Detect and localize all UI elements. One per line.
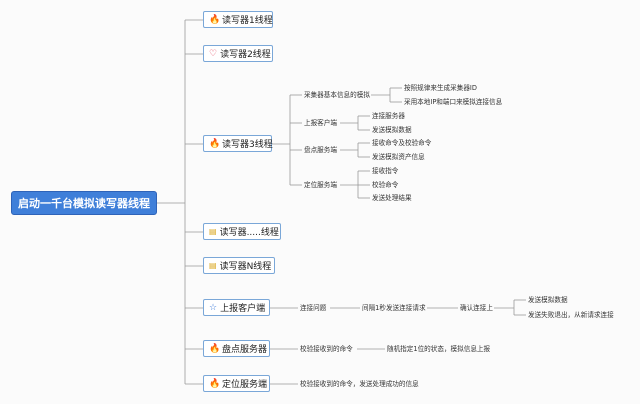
fire-icon: 🔥 <box>209 138 221 149</box>
reader3-group-report-client[interactable]: 上报客户端 <box>304 119 337 127</box>
reader3-group-basic-info[interactable]: 采集器基本信息的模拟 <box>304 91 370 99</box>
report-client-step[interactable]: 确认连接上 <box>460 304 493 312</box>
report-client-item[interactable]: 发送模拟数据 <box>528 296 568 304</box>
branch-label: 读写器2线程 <box>220 50 271 60</box>
note-icon: ▤ <box>209 260 217 270</box>
fire-icon: 🔥 <box>209 378 221 389</box>
report-client-item[interactable]: 发送失败退出，从新请求连接 <box>528 311 614 319</box>
inventory-server-step[interactable]: 随机指定1位的状态，模拟信息上报 <box>387 345 491 353</box>
report-client-step[interactable]: 间隔1秒发送连接请求 <box>362 304 426 312</box>
branch-reader-1[interactable]: 🔥 读写器1线程 <box>203 11 273 28</box>
reader3-item[interactable]: 接收指令 <box>372 167 399 175</box>
location-server-step[interactable]: 校验接收到的命令，发送处理成功的信息 <box>300 380 419 388</box>
fire-icon: 🔥 <box>209 343 221 354</box>
branch-reader-3[interactable]: 🔥 读写器3线程 <box>203 135 273 152</box>
reader3-item[interactable]: 发送模拟资产信息 <box>372 153 425 161</box>
star-icon: ☆ <box>209 302 218 313</box>
fire-icon: 🔥 <box>209 14 221 25</box>
branch-reader-2[interactable]: ♡ 读写器2线程 <box>203 45 273 62</box>
branch-label: 读写器N线程 <box>219 262 272 272</box>
branch-label: 定位服务端 <box>222 380 268 390</box>
reader3-item[interactable]: 采用本地IP和端口来模拟连接信息 <box>404 98 503 106</box>
branch-label: 上报客户端 <box>220 304 266 314</box>
branch-label: 读写器3线程 <box>222 140 273 150</box>
branch-inventory-server[interactable]: 🔥 盘点服务器 <box>203 340 270 357</box>
report-client-step[interactable]: 连接问题 <box>300 304 327 312</box>
note-icon: ▤ <box>209 226 217 236</box>
root-label: 启动一千台模拟读写器线程 <box>18 197 150 210</box>
inventory-server-step[interactable]: 校验接收到的命令 <box>300 345 353 353</box>
branch-reader-etc[interactable]: ▤ 读写器.....线程 <box>203 223 281 240</box>
reader3-item[interactable]: 校验命令 <box>372 181 399 189</box>
reader3-item[interactable]: 接收命令及校验命令 <box>372 139 432 147</box>
reader3-group-location[interactable]: 定位服务端 <box>304 181 337 189</box>
reader3-group-inventory[interactable]: 盘点服务端 <box>304 146 337 154</box>
branch-reader-n[interactable]: ▤ 读写器N线程 <box>203 257 275 274</box>
reader3-item[interactable]: 发送模拟数据 <box>372 126 412 134</box>
branch-report-client[interactable]: ☆ 上报客户端 <box>203 299 270 316</box>
heart-icon: ♡ <box>209 48 218 59</box>
branch-label: 读写器1线程 <box>222 16 273 26</box>
reader3-item[interactable]: 连接服务器 <box>372 112 405 120</box>
branch-label: 读写器.....线程 <box>219 228 279 238</box>
reader3-item[interactable]: 按照规律来生成采集器ID <box>404 84 477 92</box>
branch-location-server[interactable]: 🔥 定位服务端 <box>203 375 270 392</box>
root-node[interactable]: 启动一千台模拟读写器线程 <box>11 191 157 215</box>
reader3-item[interactable]: 发送处理结果 <box>372 194 412 202</box>
branch-label: 盘点服务器 <box>222 345 268 355</box>
